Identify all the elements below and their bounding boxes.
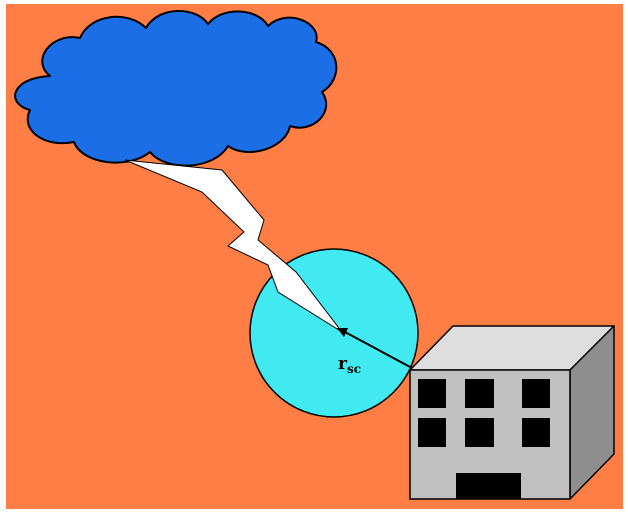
- building-window: [418, 379, 446, 408]
- building-icon: [410, 326, 614, 499]
- building-window: [465, 379, 494, 408]
- building-door: [456, 473, 521, 499]
- radius-label-subscript: sc: [347, 362, 361, 376]
- building-window: [418, 418, 446, 447]
- building-window: [522, 379, 550, 408]
- building-window: [522, 418, 550, 447]
- building-window: [465, 418, 494, 447]
